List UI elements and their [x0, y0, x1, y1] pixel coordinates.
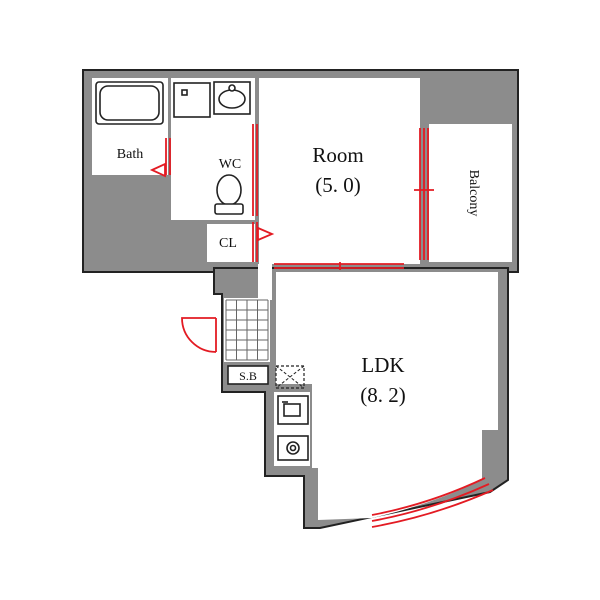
balcony-label: Balcony	[466, 170, 481, 217]
bath-door	[149, 138, 171, 178]
toilet	[214, 174, 244, 215]
cooktop	[277, 435, 309, 461]
wc-label: WC	[219, 157, 242, 172]
cl-door	[252, 222, 275, 262]
sb-box	[227, 365, 269, 385]
balcony-window	[414, 128, 434, 260]
hall-floor	[171, 120, 205, 220]
ldk-floor	[276, 272, 498, 520]
shower-tray	[173, 82, 211, 118]
washbasin	[213, 81, 251, 115]
fridge-space	[275, 365, 305, 389]
entrance-tiles	[225, 299, 269, 361]
bay-window	[371, 477, 494, 528]
room-ldk-door	[274, 262, 404, 270]
entrance-door	[181, 317, 217, 353]
room-floor	[259, 78, 420, 264]
cl-floor	[207, 224, 255, 262]
corridor-floor	[258, 264, 272, 300]
balcony-floor	[429, 124, 512, 262]
wc-door	[252, 124, 258, 216]
ldk-label: LDK	[361, 353, 404, 377]
sb-label: S.B	[239, 369, 257, 383]
ldk-size: (8. 2)	[360, 383, 406, 407]
bathtub	[95, 81, 164, 125]
kitchen-sink	[277, 395, 309, 425]
bath-label: Bath	[117, 147, 143, 162]
room-label: Room	[312, 143, 363, 167]
room-size: (5. 0)	[315, 173, 361, 197]
cl-label: CL	[219, 236, 237, 251]
